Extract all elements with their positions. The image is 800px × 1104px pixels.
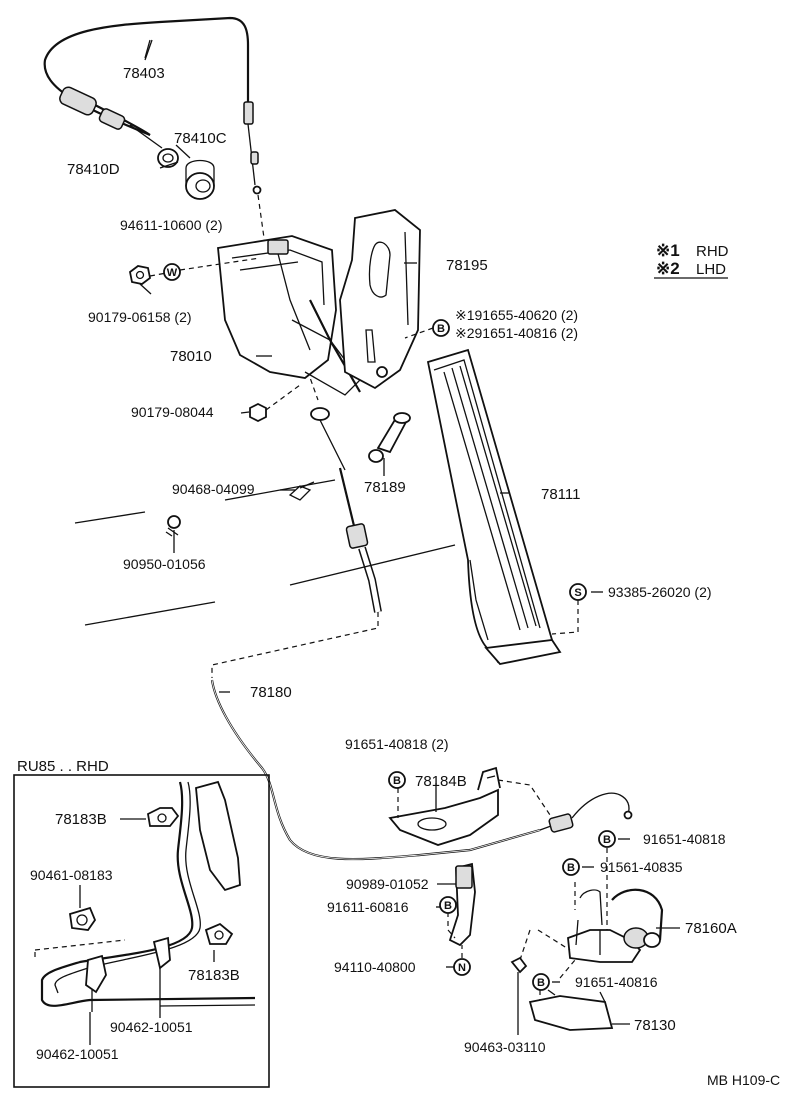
- label-78184b: 78184B: [415, 773, 467, 790]
- svg-text:W: W: [167, 267, 178, 279]
- label-78111: 78111: [541, 486, 581, 503]
- bolt-symbol-b-91611: B: [439, 896, 457, 914]
- svg-text:B: B: [393, 775, 401, 787]
- label-90461-08183: 90461-08183: [30, 867, 113, 883]
- label-94110-40800: 94110-40800: [334, 959, 416, 975]
- inset-ru85-rhd: RU85 . . RHD 78183B 90: [13, 758, 270, 1088]
- label-90179-08044: 90179-08044: [131, 404, 214, 420]
- clamp-90462-10051-b: [152, 936, 171, 1010]
- figure-code: MB H109-C: [707, 1072, 780, 1088]
- label-78160a: 78160A: [685, 920, 737, 937]
- label-94611-10600: 94611-10600 (2): [120, 217, 222, 233]
- label-93385-26020: 93385-26020 (2): [608, 584, 712, 600]
- label-91651-40818: 91651-40818: [643, 831, 726, 847]
- nut-symbol-n: N: [453, 958, 471, 976]
- legend-lhd-label: LHD: [696, 261, 726, 278]
- label-90462-10051-a: 90462-10051: [110, 1019, 193, 1035]
- stud-78189: [368, 412, 411, 463]
- label-90950-01056: 90950-01056: [123, 556, 206, 572]
- clip-78183b-bottom: [204, 922, 234, 945]
- label-91611-60816: 91611-60816: [327, 899, 409, 915]
- bolt-symbol-b-91651-40816: B: [532, 973, 550, 991]
- clamp-90461-08183: [68, 906, 97, 931]
- label-78410d: 78410D: [67, 161, 120, 178]
- bolt-symbol-b-91561: B: [562, 858, 580, 876]
- nut-90179-08044: [249, 402, 267, 423]
- label-78180: 78180: [250, 684, 292, 701]
- label-78183b-top: 78183B: [55, 811, 107, 828]
- bracket-78130: [528, 989, 614, 1031]
- label-78183b-bottom: 78183B: [188, 967, 240, 984]
- bushing: [310, 407, 330, 421]
- label-78195: 78195: [446, 257, 488, 274]
- label-78010: 78010: [170, 348, 212, 365]
- label-91655-40620: ※191655-40620 (2): [455, 307, 578, 323]
- legend-rhd-lhd: ※1 RHD ※2 LHD: [654, 241, 729, 279]
- bolt-symbol-b-upper: B: [432, 319, 450, 337]
- label-90468-04099: 90468-04099: [172, 481, 255, 497]
- legend-rhd-label: RHD: [696, 243, 729, 260]
- accelerator-pedal-78111: [426, 348, 562, 665]
- svg-text:B: B: [537, 977, 545, 989]
- bracket-90989-01052: [448, 862, 476, 947]
- bolt-symbol-b-78184b: B: [388, 771, 406, 789]
- label-90179-06158: 90179-06158 (2): [88, 309, 192, 325]
- pedal-bracket-78010: [217, 235, 361, 396]
- svg-text:N: N: [458, 962, 466, 974]
- svg-text:B: B: [444, 900, 452, 912]
- label-91561-40835: 91561-40835: [600, 859, 683, 875]
- pin-90950-01056: [165, 515, 181, 537]
- clip-78183b-top: [147, 807, 180, 827]
- bracket-78184b: [388, 766, 501, 846]
- legend-lhd-mark: ※2: [656, 259, 680, 278]
- legend-rhd-mark: ※1: [656, 241, 680, 260]
- clip-90463-03110: [510, 956, 528, 1030]
- nut-78410d: [157, 148, 179, 168]
- lever-assembly-78160a: [567, 888, 664, 963]
- grommet-78410c: [185, 159, 215, 200]
- svg-text:S: S: [574, 587, 581, 599]
- label-78189: 78189: [364, 479, 406, 496]
- svg-text:B: B: [567, 862, 575, 874]
- label-78130: 78130: [634, 1017, 676, 1034]
- control-rod-78180: [210, 419, 633, 861]
- leader-lines: [139, 39, 680, 1035]
- washer-symbol-w: W: [163, 263, 181, 281]
- label-91651-40816-a: ※291651-40816 (2): [455, 325, 578, 341]
- screw-symbol-s: S: [569, 583, 587, 601]
- label-90462-10051-b: 90462-10051: [36, 1046, 119, 1062]
- label-78410c: 78410C: [174, 130, 227, 147]
- label-90989-01052: 90989-01052: [346, 876, 429, 892]
- svg-text:B: B: [437, 323, 445, 335]
- label-78403: 78403: [123, 65, 165, 82]
- inset-title: RU85 . . RHD: [17, 758, 109, 775]
- svg-text:B: B: [603, 834, 611, 846]
- label-91651-40818-2: 91651-40818 (2): [345, 736, 449, 752]
- accelerator-cable-78403: [43, 16, 262, 195]
- bracket-78195: [339, 209, 421, 390]
- label-91651-40816: 91651-40816: [575, 974, 658, 990]
- label-90463-03110: 90463-03110: [464, 1039, 546, 1055]
- clamp-90462-10051-a: [85, 954, 107, 1012]
- bolt-symbol-b-91651-40818: B: [598, 830, 616, 848]
- nut-90179-06158: [129, 265, 151, 285]
